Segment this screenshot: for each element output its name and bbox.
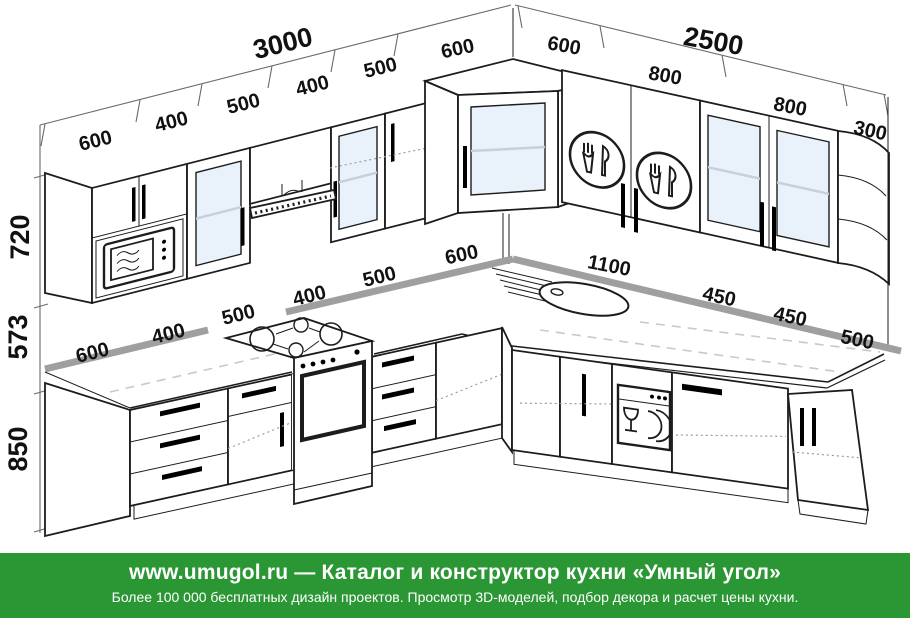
dim-counter-a-1: 600: [74, 338, 112, 367]
oven-icon: [300, 349, 366, 443]
sink-icon: [491, 267, 630, 317]
cooktop-burners-icon: [249, 317, 343, 358]
upper-cabinets-right-wall: [561, 69, 890, 346]
dim-counter-a-3: 500: [220, 300, 258, 329]
dim-upper-a-2: 400: [153, 107, 191, 136]
site-banner-subtitle: Более 100 000 бесплатных дизайн проектов…: [111, 589, 799, 605]
site-banner: www.umugol.ru — Каталог и конструктор ку…: [0, 553, 910, 618]
cooker-hood-icon: [248, 180, 338, 220]
dim-upper-a-3: 500: [225, 89, 263, 118]
dim-height-upper: 720: [5, 214, 35, 259]
dim-upper-a-1: 600: [77, 126, 115, 155]
dim-counter-a-2: 400: [150, 319, 188, 348]
base-cabinets-left-wall: [44, 326, 513, 538]
dim-upper-a-5: 500: [362, 53, 400, 82]
dim-upper-b-1: 600: [546, 32, 583, 59]
range-cooker: [222, 317, 376, 506]
open-corner-shelf-unit: [837, 130, 890, 287]
dimension-lines: [33, 4, 889, 533]
base-cabinets-right-wall: [511, 348, 870, 525]
cutlery-plate-icon: [635, 151, 693, 210]
kitchen-drawing: 3000 2500 600 400 500 400 500 600 600 80…: [3, 4, 902, 538]
dishwasher-icon: [616, 383, 673, 452]
site-banner-title: www.umugol.ru — Каталог и конструктор ку…: [128, 561, 782, 584]
microwave-icon: [102, 226, 176, 290]
dim-height-base: 850: [3, 426, 33, 471]
dim-upper-a-6: 600: [439, 35, 476, 63]
dim-upper-a-4: 400: [294, 71, 332, 100]
dim-wall-a-total: 3000: [250, 21, 316, 65]
cutlery-plate-icon: [568, 130, 626, 189]
dim-height-gap: 573: [3, 314, 33, 359]
dim-counter-b-4: 500: [839, 326, 876, 354]
angled-end-base-cabinet: [787, 389, 870, 525]
dim-counter-b-3: 450: [772, 303, 809, 331]
dim-wall-b-total: 2500: [681, 21, 745, 61]
upper-corner-cabinet: [422, 58, 602, 264]
dim-upper-b-2: 800: [647, 62, 684, 89]
